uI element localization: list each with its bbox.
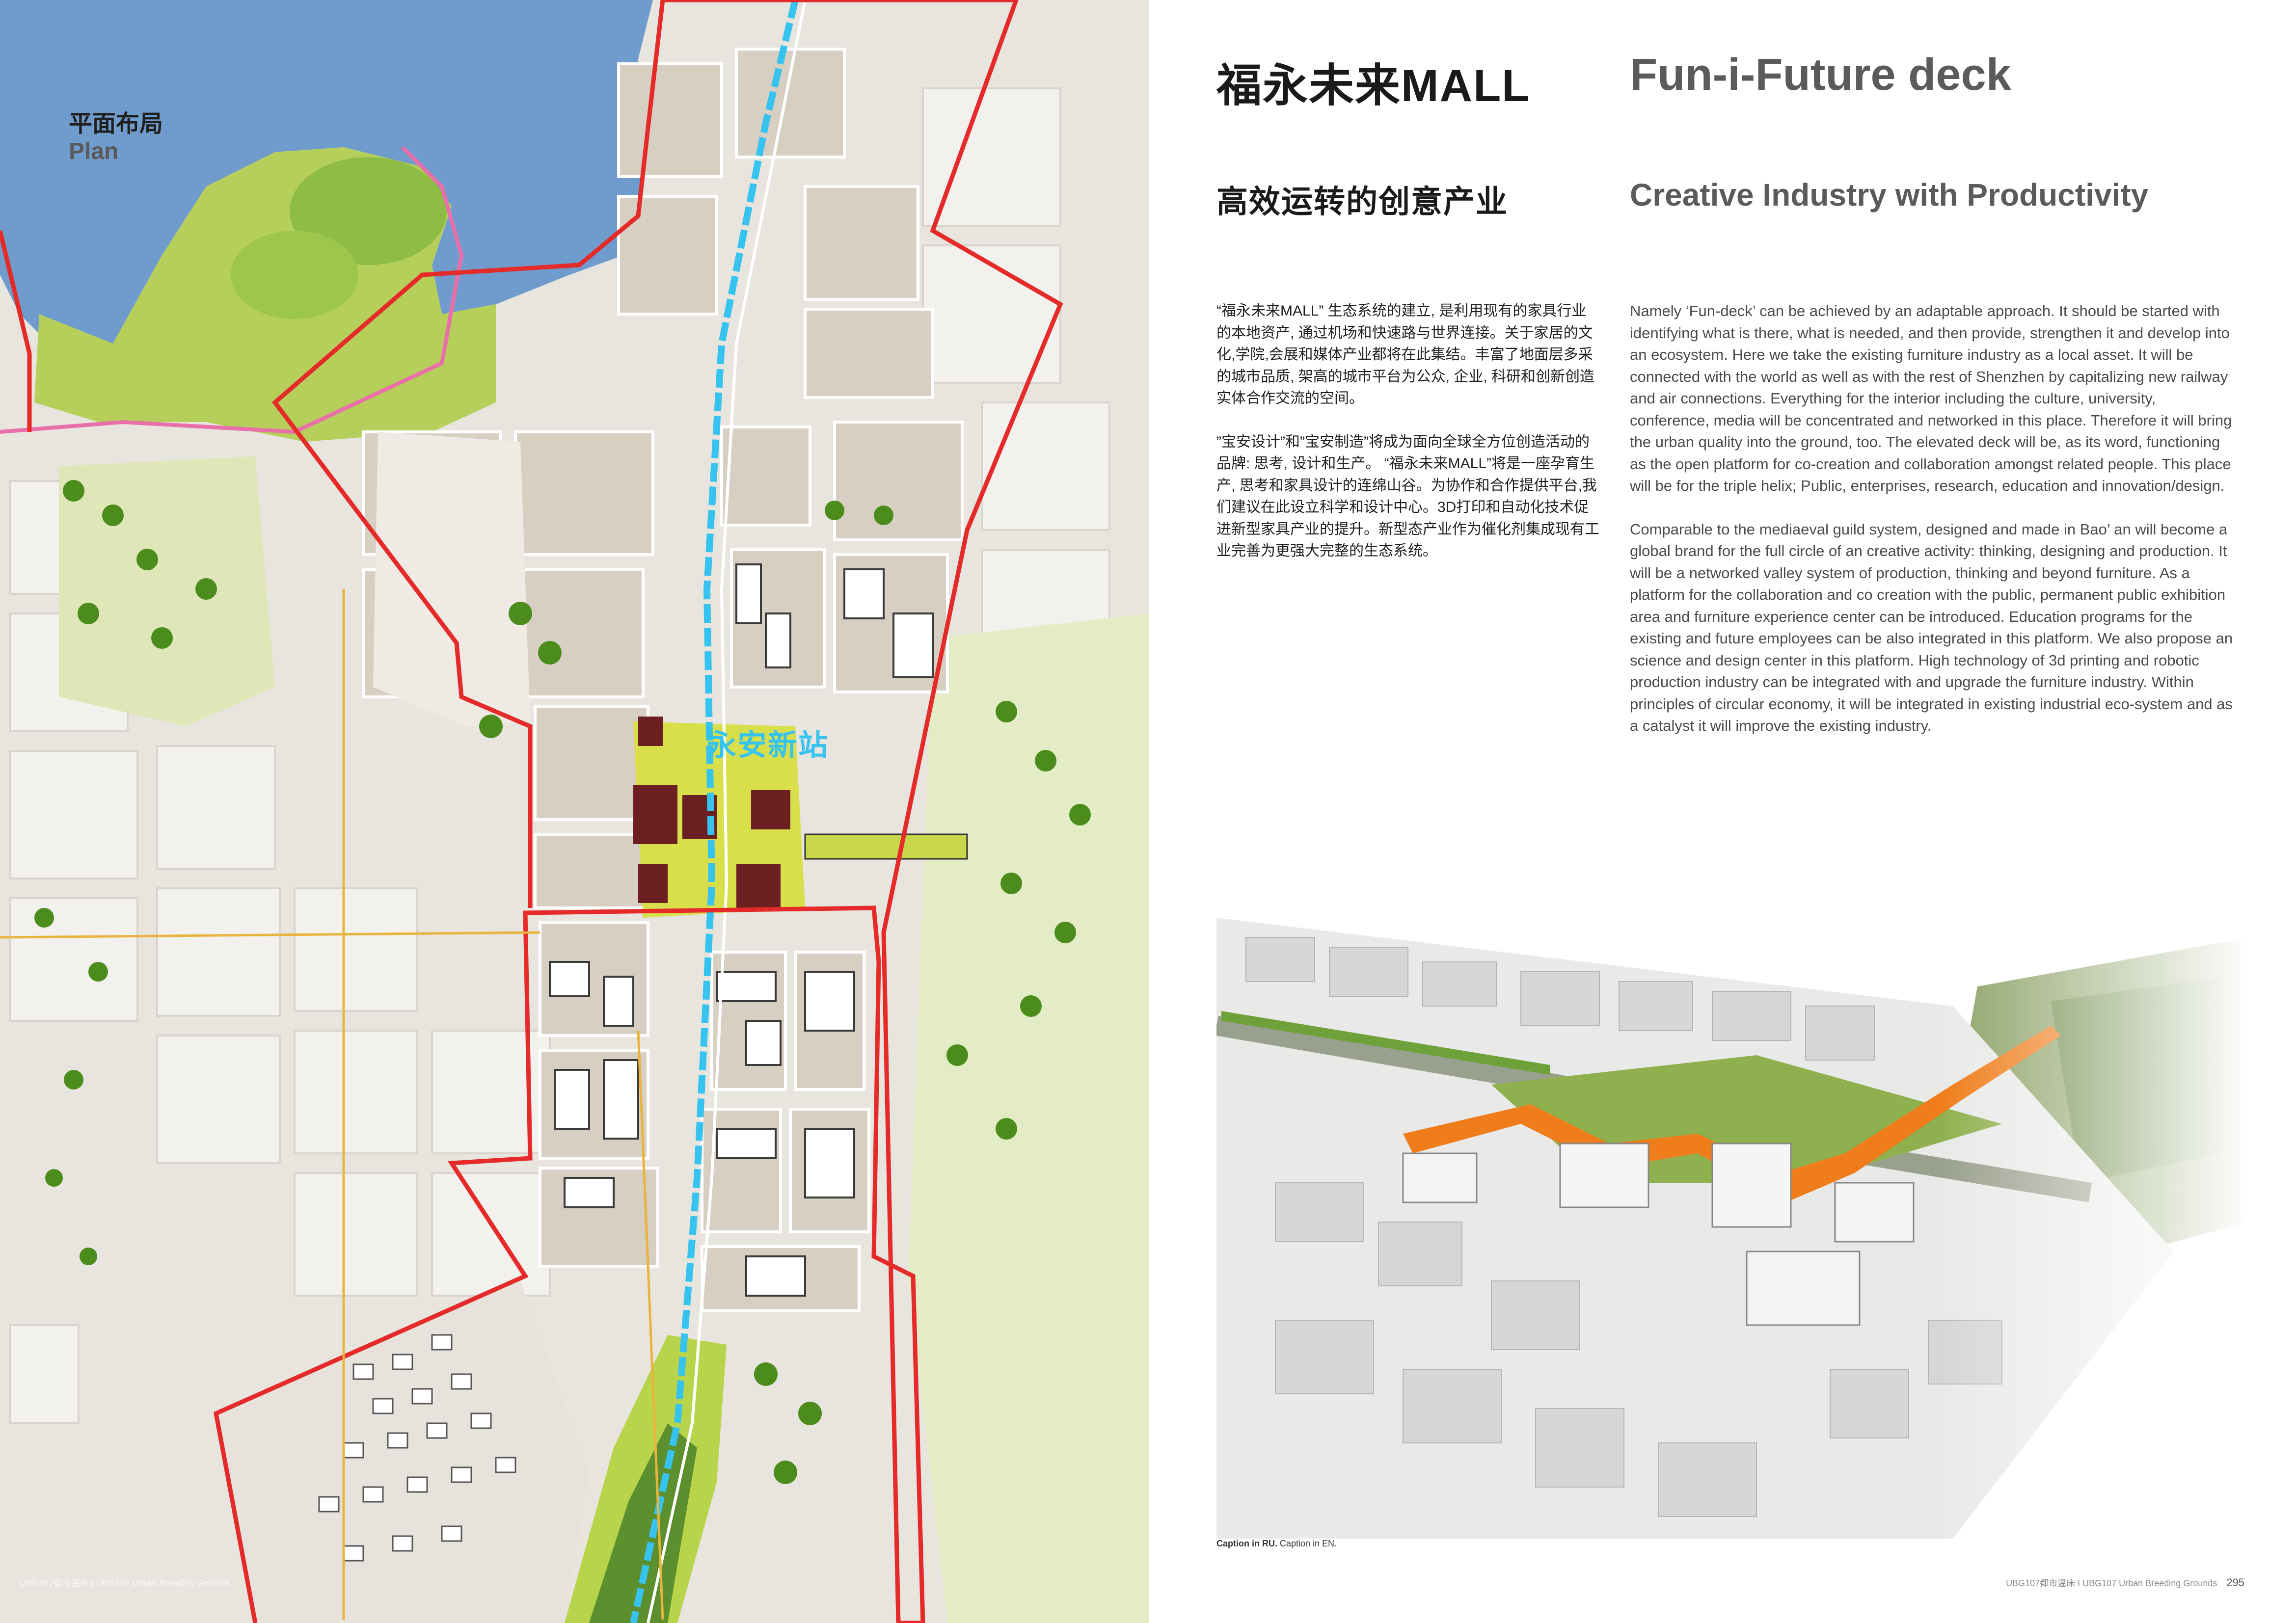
plan-label-en: Plan	[69, 138, 119, 164]
plan-map-drawing	[0, 0, 1149, 1623]
caption-bold: Caption in RU.	[1216, 1539, 1277, 1548]
rail-line-edge	[647, 0, 807, 1623]
text-page: 福永未来MALL Fun-i-Future deck 高效运转的创意产业 Cre…	[1149, 0, 2296, 1623]
green-valley-dark	[589, 1423, 697, 1623]
body-zh-paragraph: “福永未来MALL” 生态系统的建立, 是利用现有的家具行业的本地资产, 通过机…	[1216, 303, 1595, 406]
caption-rest: Caption in EN.	[1277, 1539, 1337, 1548]
park-hill-2	[231, 231, 358, 319]
map-footer: UBG107都市温床 | UBG107 Urban Breeding Groun…	[20, 1578, 231, 1588]
axonometric-drawing	[1216, 878, 2249, 1539]
plan-label: 平面布局 Plan	[69, 110, 163, 165]
figure-caption: Caption in RU. Caption in EN.	[1216, 1539, 1337, 1549]
body-zh-paragraph: ”宝安设计”和”宝安制造”将成为面向全球全方位创造活动的品牌: 思考, 设计和生…	[1216, 433, 1599, 559]
lake	[0, 0, 653, 353]
rail-line	[630, 0, 799, 1623]
page-title-zh: 福永未来MALL	[1216, 61, 1531, 111]
trees	[34, 480, 1091, 1484]
deck-arm	[804, 833, 968, 860]
running-footer: UBG107都市温床 I UBG107 Urban Breeding Groun…	[2006, 1576, 2244, 1589]
orange-path	[0, 589, 664, 1620]
body-column-zh: “福永未来MALL” 生态系统的建立, 是利用现有的家具行业的本地资产, 通过机…	[1216, 300, 1599, 584]
green-field-west	[59, 456, 275, 726]
page-subtitle-zh: 高效运转的创意产业	[1216, 184, 1508, 219]
village-west	[373, 432, 530, 726]
running-head: UBG107都市温床 I UBG107 Urban Breeding Groun…	[2006, 1578, 2217, 1588]
plan-label-zh: 平面布局	[69, 111, 163, 137]
page-subtitle-en: Creative Industry with Productivity	[1630, 177, 2149, 213]
buildings	[549, 563, 934, 1297]
project-boundary-west	[271, 0, 665, 908]
body-column-en: Namely ‘Fun-deck’ can be achieved by an …	[1630, 300, 2239, 759]
green-field-east	[908, 613, 1149, 1623]
page-number: 295	[2226, 1576, 2244, 1589]
village-south	[216, 1281, 589, 1623]
background-blocks	[9, 87, 1110, 1424]
page-title-en: Fun-i-Future deck	[1630, 50, 2011, 100]
station-label: 永安新站	[707, 729, 829, 762]
project-boundary	[213, 0, 1063, 1623]
axonometric-render	[1216, 878, 2249, 1539]
lake-trail	[0, 146, 464, 434]
boundary-lake	[0, 230, 32, 432]
plan-map: 平面布局 Plan 永安新站 UBG107都市温床 | UBG107 Urban…	[0, 0, 1149, 1623]
village-buildings	[318, 1334, 516, 1562]
body-en-paragraph: Namely ‘Fun-deck’ can be achieved by an …	[1630, 302, 2232, 494]
body-en-paragraph: Comparable to the mediaeval guild system…	[1630, 520, 2233, 735]
